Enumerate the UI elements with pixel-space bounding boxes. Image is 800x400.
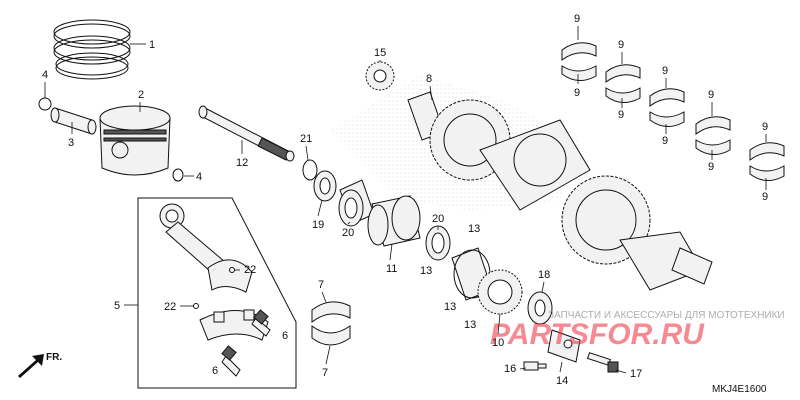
piston-pin-clip[interactable] <box>172 168 184 182</box>
callout-4[interactable]: 4 <box>196 171 202 183</box>
callout-22[interactable]: 22 <box>164 301 176 313</box>
needle-bearing[interactable] <box>338 179 375 227</box>
front-label: FR. <box>46 352 62 363</box>
callout-1[interactable]: 1 <box>149 39 155 51</box>
connecting-rod-cap[interactable] <box>199 309 269 341</box>
con-rod-assembly-box <box>137 197 297 389</box>
callout-20[interactable]: 20 <box>342 227 354 239</box>
callout-6[interactable]: 6 <box>212 365 218 377</box>
front-direction-arrow <box>18 354 44 378</box>
callout-9[interactable]: 9 <box>574 13 580 25</box>
piston[interactable] <box>99 105 171 176</box>
callout-10[interactable]: 10 <box>492 337 504 349</box>
main-bearing-pair[interactable] <box>695 116 731 155</box>
thrust-washer[interactable] <box>302 159 318 181</box>
callout-22[interactable]: 22 <box>244 264 256 276</box>
washer[interactable] <box>313 170 337 202</box>
callout-3[interactable]: 3 <box>68 137 74 149</box>
piston-pin[interactable] <box>50 107 97 135</box>
callout-21[interactable]: 21 <box>300 133 312 145</box>
callout-7[interactable]: 7 <box>318 279 324 291</box>
watermark-brand: PARTSFOR.RU <box>490 318 705 351</box>
callout-9[interactable]: 9 <box>662 65 668 77</box>
callout-9[interactable]: 9 <box>574 87 580 99</box>
flange-bolt[interactable] <box>523 361 547 371</box>
callout-13[interactable]: 13 <box>444 301 456 313</box>
main-bearing-pair[interactable] <box>561 42 597 81</box>
callout-13[interactable]: 13 <box>464 319 476 331</box>
needle-bearing[interactable] <box>425 225 451 261</box>
callout-9[interactable]: 9 <box>618 109 624 121</box>
callout-4[interactable]: 4 <box>42 69 48 81</box>
callout-12[interactable]: 12 <box>236 157 248 169</box>
leader-lines <box>44 26 767 374</box>
callout-16[interactable]: 16 <box>504 363 516 375</box>
timing-sprocket[interactable] <box>365 61 395 91</box>
balancer-shaft[interactable] <box>198 105 295 162</box>
callout-5[interactable]: 5 <box>114 300 120 312</box>
connecting-rod[interactable] <box>159 203 253 293</box>
callout-11[interactable]: 11 <box>386 263 397 275</box>
callout-9[interactable]: 9 <box>618 39 624 51</box>
flange-bolt[interactable] <box>586 352 619 373</box>
callout-18[interactable]: 18 <box>538 269 550 281</box>
callouts: 1 2 3 4 4 5 6 6 7 7 8 9 9 9 9 9 9 9 9 9 … <box>42 13 768 387</box>
callout-13[interactable]: 13 <box>468 223 480 235</box>
callout-7[interactable]: 7 <box>322 367 328 379</box>
callout-2[interactable]: 2 <box>138 89 144 101</box>
callout-17[interactable]: 17 <box>630 368 642 380</box>
primary-drive-hub[interactable] <box>367 195 421 247</box>
callout-9[interactable]: 9 <box>762 121 768 133</box>
callout-19[interactable]: 19 <box>312 219 324 231</box>
crankpin-bearing-lower[interactable] <box>311 324 351 346</box>
stopper-bracket[interactable] <box>547 329 581 363</box>
main-bearing-pair[interactable] <box>649 88 685 127</box>
con-rod-bolt[interactable] <box>251 309 271 337</box>
con-rod-bolt[interactable] <box>221 345 241 377</box>
diagram-code: MKJ4E1600 <box>712 384 767 395</box>
callout-9[interactable]: 9 <box>662 135 668 147</box>
dowel-pin[interactable] <box>193 303 199 309</box>
main-bearing-pair[interactable] <box>749 142 785 181</box>
callout-9[interactable]: 9 <box>708 89 714 101</box>
callout-15[interactable]: 15 <box>374 47 386 59</box>
callout-9[interactable]: 9 <box>708 161 714 173</box>
callout-9[interactable]: 9 <box>762 191 768 203</box>
piston-rings[interactable] <box>53 19 131 80</box>
washer[interactable] <box>527 291 553 325</box>
callout-14[interactable]: 14 <box>556 375 568 387</box>
callout-6[interactable]: 6 <box>282 330 288 342</box>
callout-8[interactable]: 8 <box>426 73 432 85</box>
drive-gear[interactable] <box>477 269 523 315</box>
crankpin-bearing-upper[interactable] <box>311 301 351 324</box>
piston-pin-clip[interactable] <box>38 97 52 111</box>
callout-13[interactable]: 13 <box>420 265 432 277</box>
main-bearing-pair[interactable] <box>605 64 641 103</box>
crankshaft[interactable] <box>407 91 713 291</box>
watermark-tagline: ЗАПЧАСТИ И АКСЕССУАРЫ ДЛЯ МОТОТЕХНИКИ <box>548 310 785 321</box>
callout-20[interactable]: 20 <box>432 213 444 225</box>
